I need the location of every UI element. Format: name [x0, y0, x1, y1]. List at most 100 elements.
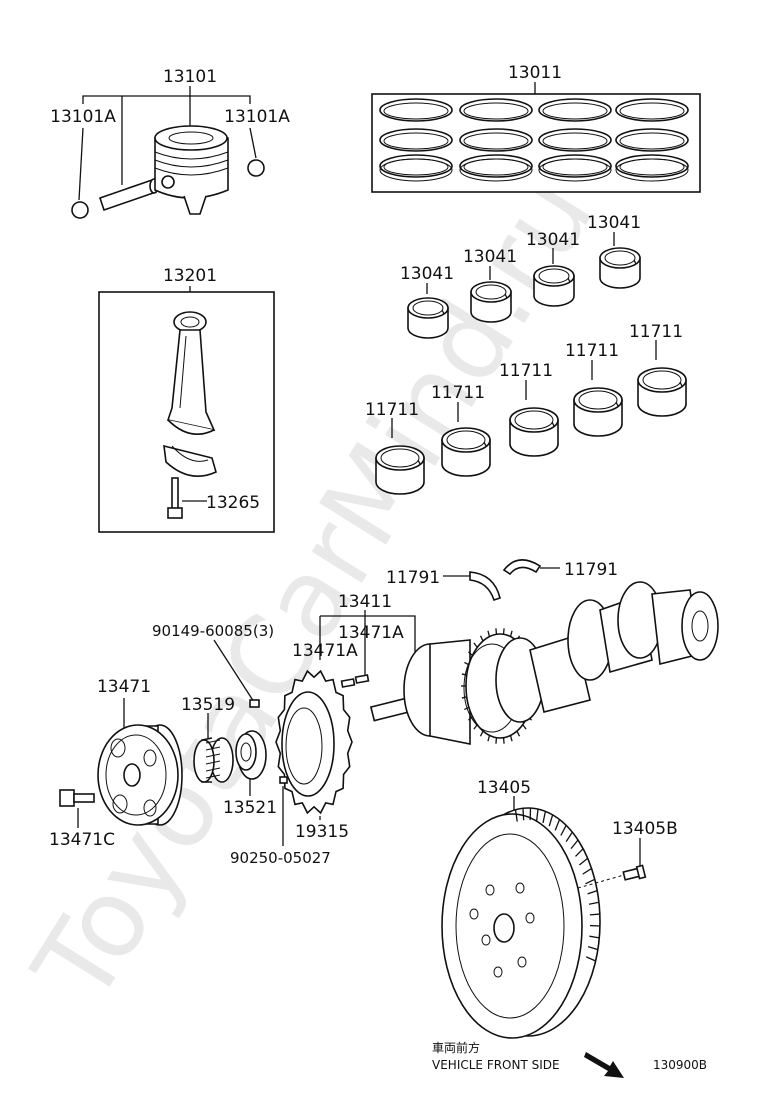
- ring-gear-tooth: [535, 809, 539, 822]
- ring-gear-tooth: [588, 901, 600, 905]
- conrod-bearing-1: [407, 297, 449, 339]
- flywheel-bolt-hole: [515, 882, 525, 894]
- gear-13521: [235, 730, 267, 796]
- ring-gear-tooth: [586, 956, 596, 962]
- bearing-leaders: [391, 232, 657, 438]
- gear-tooth: [479, 635, 484, 642]
- piston-ring: [459, 128, 533, 152]
- snap-ring-left: [71, 201, 89, 219]
- label-13411: 13411: [338, 592, 392, 612]
- label-13041-2: 13041: [463, 247, 517, 267]
- ring-gear-tooth: [542, 811, 547, 824]
- gear-tooth: [502, 628, 505, 635]
- gear-tooth: [464, 706, 470, 711]
- gear-tooth: [461, 696, 467, 699]
- ring-gear-tooth: [582, 867, 592, 875]
- pin-90250: [279, 776, 288, 784]
- piston-ring: [615, 128, 689, 152]
- ring-gear-tooth: [587, 946, 599, 951]
- piston-ring-set: 13011: [371, 63, 701, 193]
- flywheel-bolt-hole: [481, 934, 491, 946]
- label-11711-2: 11711: [431, 383, 485, 403]
- ring-gear-tooth: [565, 831, 573, 842]
- footer: 車両前方 VEHICLE FRONT SIDE 130900B: [432, 1040, 707, 1078]
- label-11791-right: 11791: [564, 560, 618, 580]
- gear-tooth: [487, 735, 491, 742]
- label-13041-1: 13041: [400, 264, 454, 284]
- piston-ring: [538, 98, 612, 122]
- ring-gear-tooth: [589, 935, 600, 939]
- ring-gear-tooth: [554, 819, 561, 831]
- label-13405b: 13405B: [612, 819, 678, 839]
- flywheel-bolt-hole: [525, 912, 535, 924]
- main-bearing-2: [441, 427, 491, 477]
- gear-tooth: [479, 730, 484, 737]
- flywheel: [441, 807, 601, 1039]
- main-bearing-4: [573, 387, 623, 437]
- crank-key-2: [354, 674, 370, 684]
- label-13011: 13011: [508, 63, 562, 83]
- piston-ring: [379, 98, 453, 122]
- label-japanese-front: 車両前方: [432, 1040, 480, 1055]
- ring-gear-tooth: [570, 839, 579, 850]
- flywheel-bolt-hole: [485, 884, 495, 896]
- gear-tooth: [473, 642, 478, 648]
- piston-ring: [538, 128, 612, 152]
- main-bearing-5: [637, 367, 687, 417]
- ring-set-4: [615, 98, 689, 182]
- label-13041-3: 13041: [526, 230, 580, 250]
- ring-gear-tooth: [514, 809, 518, 822]
- ring-set-3: [538, 98, 612, 182]
- gear-tooth: [509, 735, 513, 742]
- label-13201: 13201: [163, 266, 217, 286]
- label-90250-05027: 90250-05027: [230, 849, 331, 867]
- gear-tooth: [522, 724, 527, 730]
- thrust-washer-left: [469, 571, 501, 602]
- flywheel-group: 13405 13405B: [441, 778, 678, 1039]
- conrod-group: 13201 13265: [98, 266, 275, 533]
- flywheel-bolt-hole: [493, 966, 503, 978]
- flywheel-bolt-hole: [469, 908, 479, 920]
- gear-tooth: [495, 628, 498, 635]
- label-11711-4: 11711: [565, 341, 619, 361]
- conrod-bearing-2: [470, 281, 512, 323]
- label-13101a-left: 13101A: [50, 107, 116, 127]
- gear-tooth: [468, 716, 473, 721]
- flywheel-bolt: [577, 838, 647, 889]
- gear-tooth: [461, 673, 467, 676]
- gear-tooth: [464, 661, 470, 666]
- label-19315: 19315: [295, 822, 349, 842]
- ring-gear-tooth: [560, 825, 567, 836]
- sprocket-19315: [275, 669, 353, 815]
- crankshaft: [369, 581, 719, 745]
- piston-ring: [379, 128, 453, 152]
- ring-set-2: [459, 98, 533, 182]
- front-parts: 90149-60085(3) 13471 13471C: [49, 622, 353, 867]
- label-11711-3: 11711: [499, 361, 553, 381]
- thrust-washer-right: [502, 559, 542, 576]
- crank-pulley: [97, 724, 183, 826]
- ring-gear-tooth: [548, 814, 554, 827]
- piston-ring: [615, 98, 689, 122]
- gear-tooth: [509, 630, 513, 637]
- diagram-code: 130900B: [653, 1058, 707, 1072]
- label-13519: 13519: [181, 695, 235, 715]
- label-13471: 13471: [97, 677, 151, 697]
- label-13471a-upper: 13471A: [338, 623, 404, 643]
- crank-key-1: [340, 678, 356, 688]
- gear-tooth: [502, 737, 505, 744]
- label-11711-1: 11711: [365, 400, 419, 420]
- label-90149-60085: 90149-60085(3): [152, 622, 274, 640]
- label-13471a-lower: 13471A: [292, 641, 358, 661]
- label-11711-5: 11711: [629, 322, 683, 342]
- ring-gear-tooth: [575, 848, 584, 857]
- conrod-bearing-3: [533, 265, 575, 307]
- conrod-bearings: [407, 247, 641, 339]
- piston-ring: [459, 154, 533, 178]
- thrust-washers: 11791 11791: [386, 559, 618, 602]
- ring-gear-tooth: [587, 889, 598, 895]
- label-13521: 13521: [223, 798, 277, 818]
- piston-ring: [538, 154, 612, 178]
- main-bearing-1: [375, 445, 425, 495]
- piston-group: 13101 13101A 13101A: [50, 67, 290, 219]
